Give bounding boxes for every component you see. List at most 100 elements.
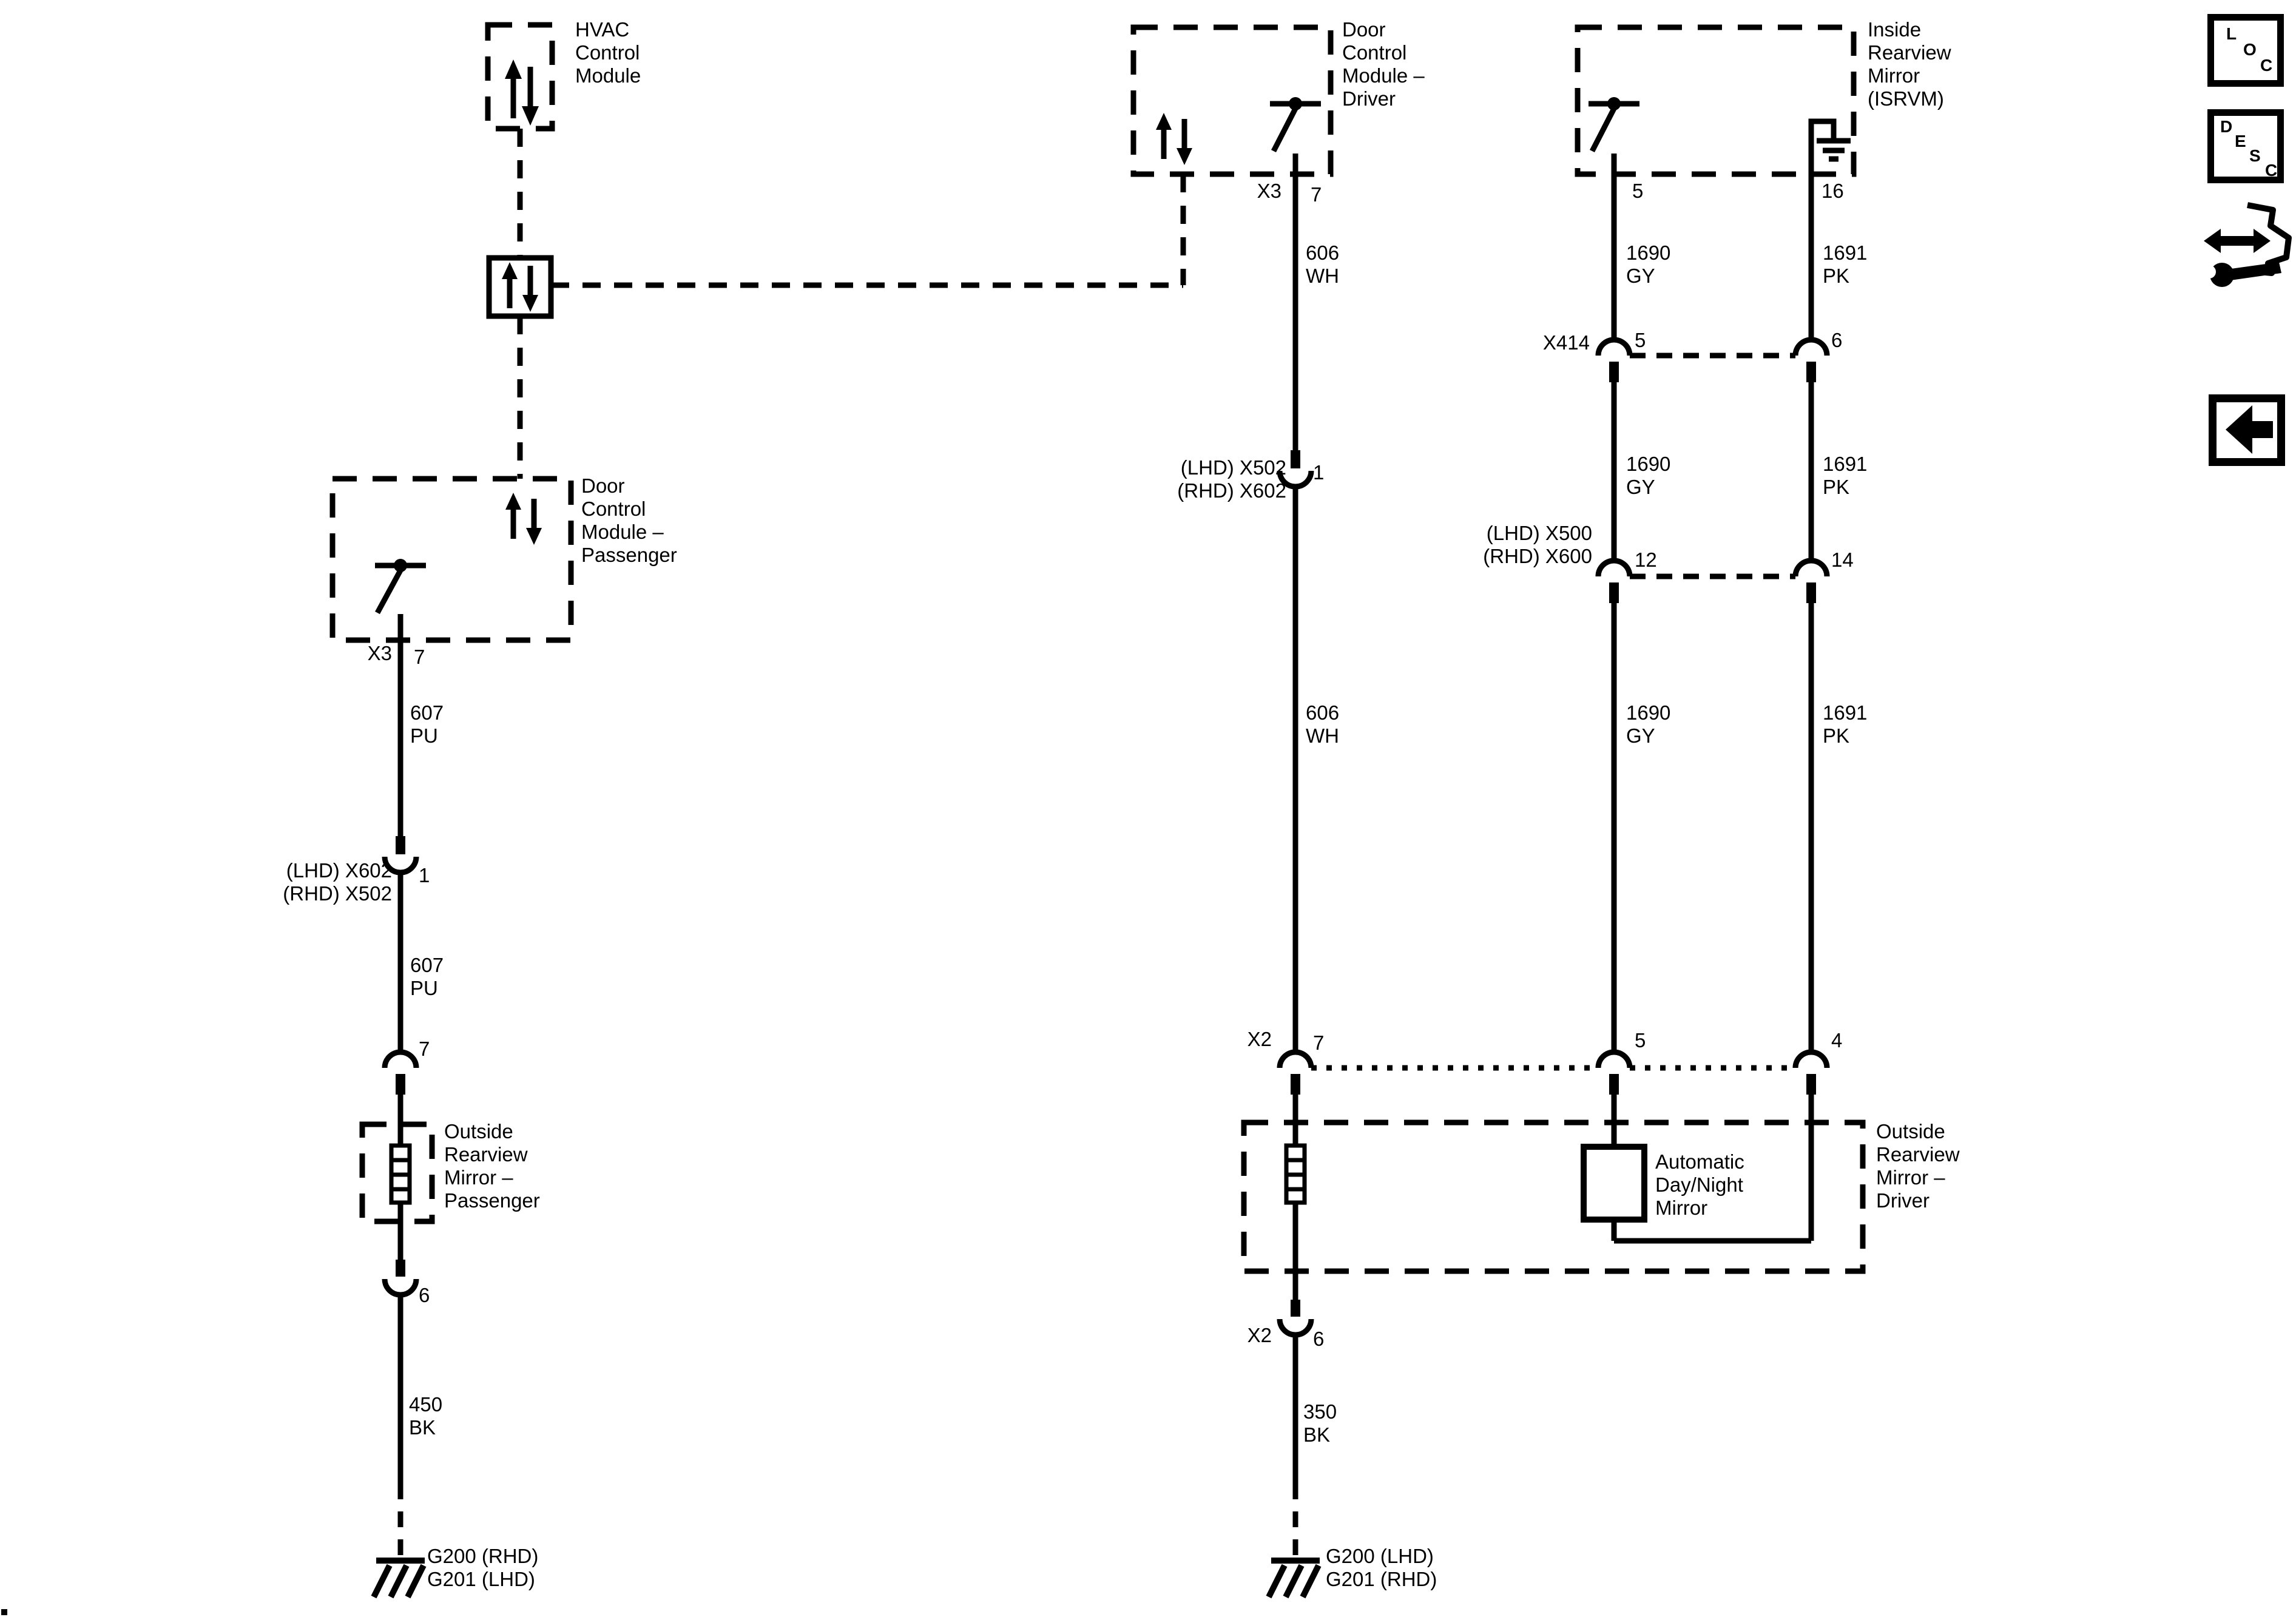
desc-letter: D <box>2220 117 2233 136</box>
label-line: Rearview <box>1876 1143 1960 1166</box>
circuit-number: 606 <box>1306 701 1340 724</box>
circuit-number: 607 <box>410 701 444 724</box>
circuit-number: 607 <box>410 954 444 976</box>
dcm-passenger-switch-symbol <box>375 559 426 615</box>
label-line: Mirror – <box>1876 1166 1945 1189</box>
inline-connector-passenger-label: (LHD) X602(RHD) X502 <box>266 859 392 905</box>
label-line: Passenger <box>581 544 677 566</box>
label-line: Control <box>575 41 640 64</box>
label-line: Control <box>581 498 646 520</box>
back-arrow-button[interactable] <box>2209 394 2285 466</box>
label-line: Module – <box>581 521 664 543</box>
label-line: Mirror – <box>444 1166 513 1189</box>
label-line: Rearview <box>444 1143 528 1166</box>
wire-color: GY <box>1626 265 1655 287</box>
inline-connector-floor-label: (LHD) X500(RHD) X600 <box>1466 522 1592 568</box>
wire-color: WH <box>1306 265 1339 287</box>
wire-color: PU <box>410 724 438 747</box>
label-line: HVAC <box>575 18 630 41</box>
driver-mirror-circuit <box>1277 154 1314 1558</box>
wire-label-1691-pk-3: 1691 PK <box>1823 701 1867 748</box>
pin-number-7-ormp: 7 <box>419 1038 430 1060</box>
inline-connector-driver-label: (LHD) X502(RHD) X602 <box>1160 456 1286 502</box>
ground-label-driver: G200 (LHD)G201 (RHD) <box>1326 1545 1437 1591</box>
wire-color: GY <box>1626 724 1655 747</box>
dcm-passenger-module-outline <box>329 476 574 643</box>
label-line: (LHD) X502 <box>1180 456 1286 479</box>
label-line: Rearview <box>1868 41 1951 64</box>
page-corner-dot <box>1 1609 7 1615</box>
dcm-driver-switch-symbol <box>1270 97 1321 153</box>
loc-button[interactable]: L O C <box>2207 14 2284 87</box>
ground-symbol-passenger <box>371 1558 427 1599</box>
wire-color: BK <box>1303 1423 1331 1446</box>
hvac-module-outline <box>485 22 555 132</box>
wire-color: BK <box>409 1416 436 1439</box>
pin-number-5-x414: 5 <box>1635 329 1646 351</box>
dcm-driver-updown-arrows-icon <box>1156 113 1192 165</box>
label-line: G200 (RHD) <box>427 1545 539 1567</box>
wire-label-1690-gy-2: 1690 GY <box>1626 453 1670 499</box>
pin-number-16-isrvm: 16 <box>1822 180 1844 202</box>
serial-data-dashed-lines <box>517 129 1186 479</box>
label-line: Module <box>575 64 641 87</box>
circuit-number: 1690 <box>1626 453 1671 475</box>
pin-number-5-isrvm: 5 <box>1632 180 1644 202</box>
pin-number-7-passenger: 7 <box>414 646 425 668</box>
wire-color: PK <box>1823 476 1850 498</box>
label-line: (RHD) X502 <box>283 882 392 905</box>
circuit-number: 1691 <box>1823 241 1868 264</box>
circuit-number: 1691 <box>1823 453 1868 475</box>
label-line: Outside <box>1876 1120 1945 1143</box>
label-line: Inside <box>1868 18 1922 41</box>
wire-color: PK <box>1823 265 1850 287</box>
circuit-number: 1690 <box>1626 241 1671 264</box>
pin-number-6-ormp: 6 <box>419 1284 430 1306</box>
label-line: (RHD) X600 <box>1483 545 1592 567</box>
pin-number-1-passenger: 1 <box>419 864 430 886</box>
ground-label-passenger: G200 (RHD)G201 (LHD) <box>427 1545 538 1591</box>
label-line: G201 (LHD) <box>427 1568 535 1590</box>
pin-number-5-ormd: 5 <box>1635 1029 1646 1052</box>
orm-driver-module-outline <box>1241 1119 1866 1274</box>
isrvm-circuit <box>1595 154 1830 1244</box>
repair-instructions-icon[interactable] <box>2203 202 2292 287</box>
connector-id-x414: X414 <box>1542 331 1590 354</box>
wire-label-607-pu-2: 607 PU <box>410 954 444 1000</box>
label-line: Automatic <box>1655 1150 1744 1173</box>
label-line: Door <box>1342 18 1386 41</box>
pin-number-6-ormd: 6 <box>1313 1328 1325 1350</box>
wire-color: PU <box>410 977 438 999</box>
wire-label-606-wh-2: 606 WH <box>1306 701 1339 748</box>
desc-button[interactable]: D E S C <box>2207 109 2284 183</box>
hvac-updown-arrows-icon <box>505 59 539 126</box>
circuit-number: 606 <box>1306 241 1340 264</box>
wire-color: PK <box>1823 724 1850 747</box>
pin-number-4-ormd: 4 <box>1831 1029 1843 1052</box>
isrvm-chassis-ground-symbol <box>1808 118 1851 174</box>
dcm-passenger-updown-arrows-icon <box>505 493 542 545</box>
wire-label-606-wh-1: 606 WH <box>1306 241 1339 288</box>
circuit-number: 1690 <box>1626 701 1671 724</box>
label-line: Passenger <box>444 1189 540 1212</box>
desc-letter: S <box>2249 146 2261 165</box>
label-line: G200 (LHD) <box>1326 1545 1434 1567</box>
wire-label-607-pu-1: 607 PU <box>410 701 444 748</box>
desc-letter: E <box>2235 132 2246 150</box>
label-line: (ISRVM) <box>1868 87 1944 110</box>
orm-passenger-module-outline <box>359 1121 435 1224</box>
orm-driver-motor-resistor-symbol <box>1284 1143 1307 1205</box>
wire-label-1690-gy-1: 1690 GY <box>1626 241 1670 288</box>
pin-number-7-ormd: 7 <box>1313 1031 1325 1054</box>
pin-number-14: 14 <box>1831 549 1854 571</box>
label-line: (LHD) X500 <box>1486 522 1592 544</box>
wire-color: GY <box>1626 476 1655 498</box>
circuit-number: 1691 <box>1823 701 1868 724</box>
